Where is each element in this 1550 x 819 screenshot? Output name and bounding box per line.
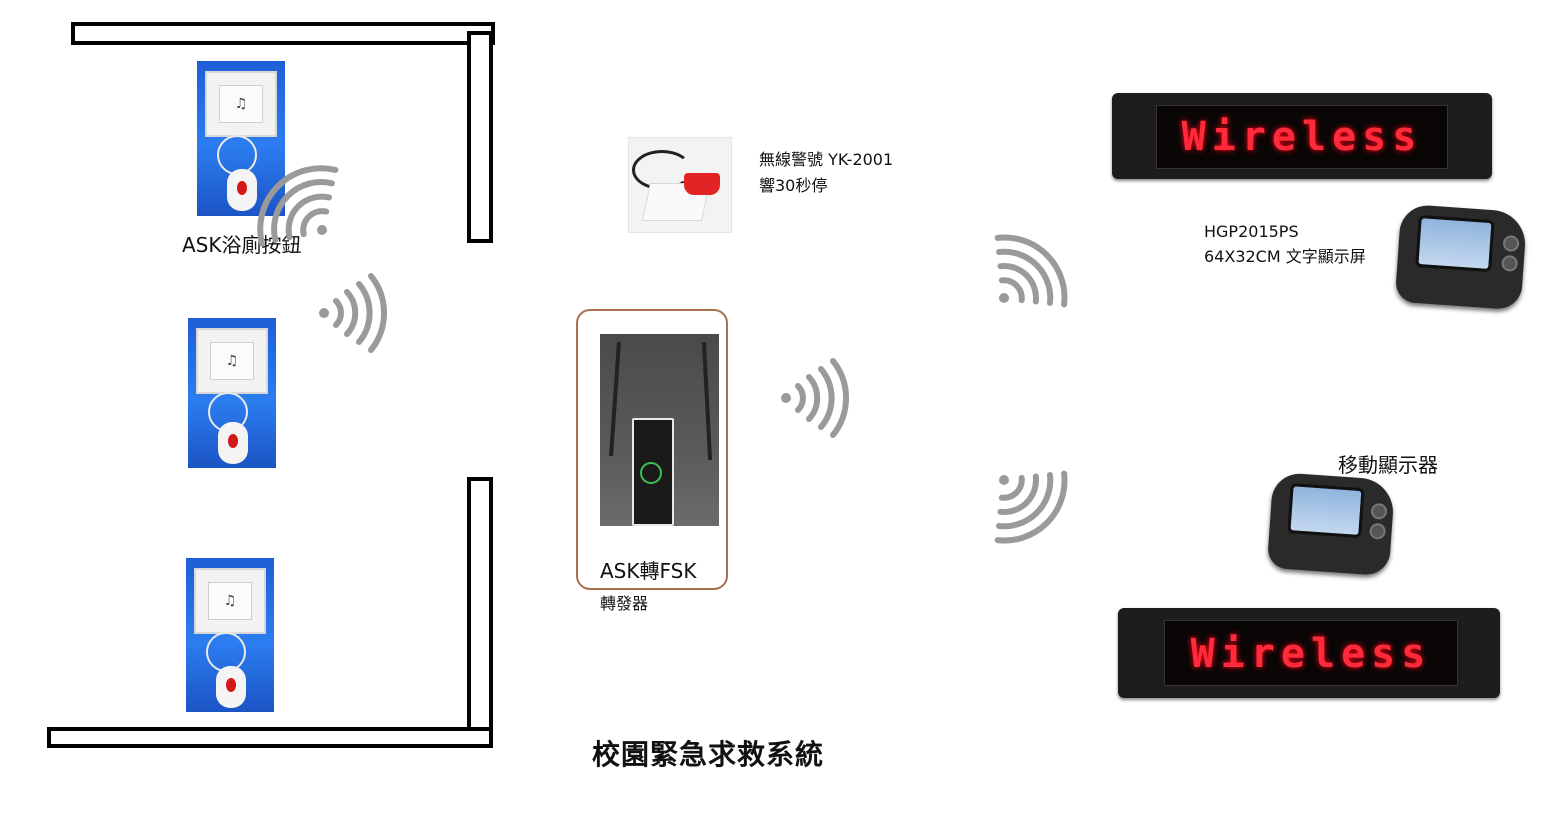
wall-right-lower — [467, 477, 493, 747]
wifi-signal-icon — [781, 358, 849, 438]
wifi-signal-icon — [319, 273, 387, 353]
siren-label-line1: 無線警號 YK-2001 — [759, 150, 894, 169]
wifi-signal-icon — [257, 165, 339, 247]
siren-light — [684, 173, 720, 195]
repeater-wireless-icon — [640, 462, 662, 484]
pendant-button — [216, 666, 246, 708]
repeater-label-line1: ASK轉FSK — [600, 559, 697, 583]
pager-button — [1370, 502, 1388, 520]
repeater-label-line2: 轉發器 — [600, 594, 649, 613]
bell-icon: ♫ — [208, 582, 252, 620]
led-sign-text: Wireless — [1181, 114, 1423, 160]
bathroom-button-device-3: ♫ — [186, 558, 274, 712]
pendant-button — [218, 422, 248, 464]
pendant-button — [227, 169, 257, 211]
pager-button — [1501, 254, 1519, 272]
pager-device-bottom — [1266, 471, 1396, 577]
bathroom-button-device-1: ♫ — [197, 61, 285, 216]
display-size-label: 64X32CM 文字顯示屏 — [1204, 247, 1366, 266]
wall-right-upper — [467, 31, 493, 243]
pager-device-top — [1394, 203, 1528, 311]
repeater-unit — [632, 418, 674, 526]
wall-bottom — [47, 727, 493, 748]
wifi-signal-icon — [994, 470, 1068, 544]
repeater-frame — [576, 309, 728, 590]
siren-label-line2: 響30秒停 — [759, 176, 828, 195]
bathroom-button-device-2: ♫ — [188, 318, 276, 468]
button-plate: ♫ — [196, 328, 268, 394]
pager-button — [1502, 234, 1520, 252]
wall-top — [71, 22, 495, 45]
system-title: 校園緊急求救系統 — [592, 738, 825, 771]
bathroom-button-label: ASK浴廁按鈕 — [182, 233, 302, 257]
led-screen: Wireless — [1164, 620, 1458, 686]
pager-screen — [1415, 214, 1495, 273]
display-model-label: HGP2015PS — [1204, 222, 1299, 241]
wifi-signal-icon — [994, 234, 1068, 308]
button-plate: ♫ — [194, 568, 266, 634]
led-screen: Wireless — [1156, 105, 1448, 169]
pager-screen — [1287, 483, 1365, 539]
led-display-sign-top: Wireless — [1112, 93, 1492, 179]
pager-button — [1369, 522, 1387, 540]
button-plate: ♫ — [205, 71, 277, 137]
led-sign-text: Wireless — [1190, 631, 1432, 677]
bell-icon: ♫ — [210, 342, 254, 380]
led-display-sign-bottom: Wireless — [1118, 608, 1500, 698]
bell-icon: ♫ — [219, 85, 263, 123]
mobile-display-label: 移動顯示器 — [1338, 453, 1438, 477]
